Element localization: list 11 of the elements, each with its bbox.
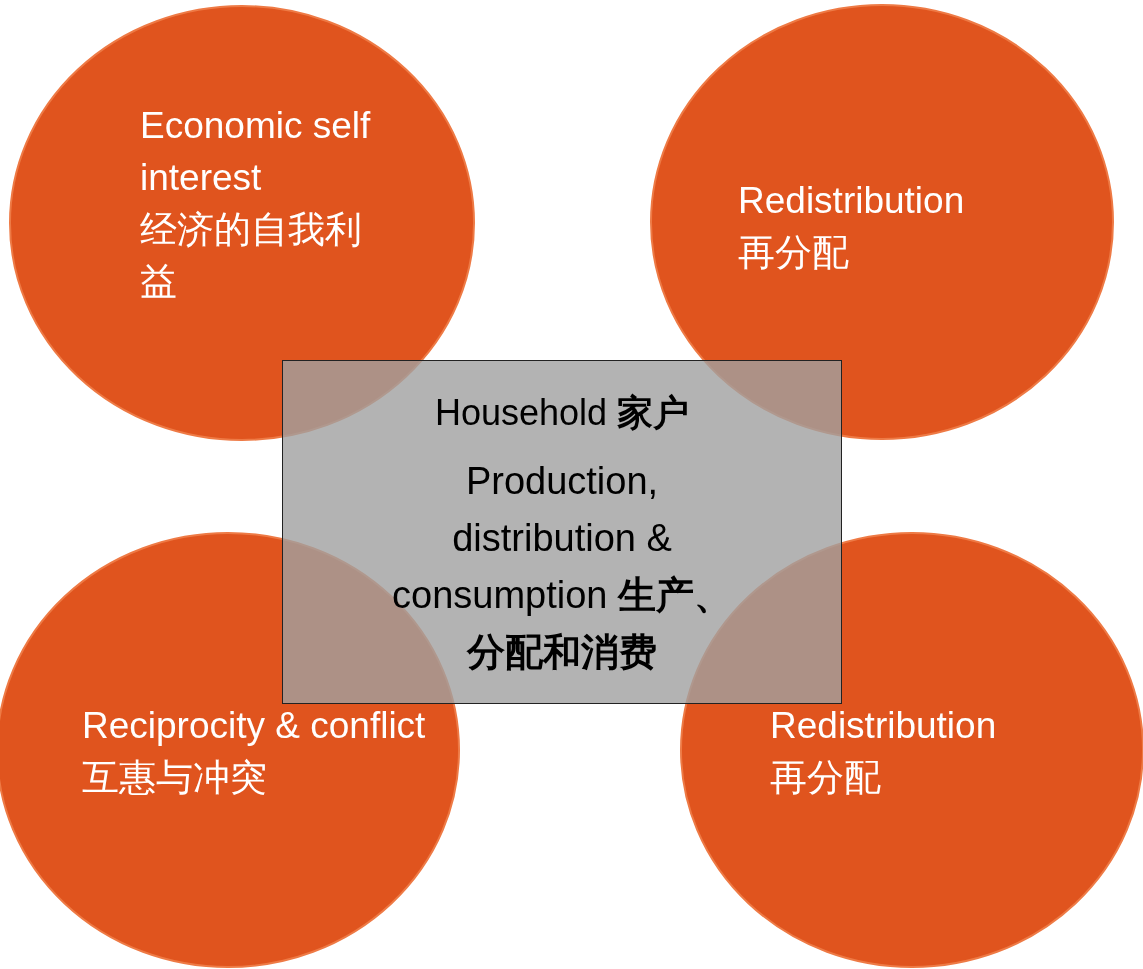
circle-label: Economic self interest — [140, 104, 372, 200]
box-heading: Household 家户 — [433, 391, 691, 435]
circle-label: 经济的自我利益 — [140, 208, 363, 304]
circle-label: 再分配 — [738, 231, 850, 275]
circle-label: 互惠与冲突 — [82, 756, 268, 800]
circle-label: Reciprocity & conflict — [82, 704, 427, 748]
circle-label: Redistribution — [770, 704, 998, 748]
circle-label: 再分配 — [770, 756, 882, 800]
circle-label: Redistribution — [738, 179, 966, 223]
center-box — [282, 360, 842, 704]
box-text: Production, distribution & consumption 生产、分配和消费 — [392, 459, 732, 675]
